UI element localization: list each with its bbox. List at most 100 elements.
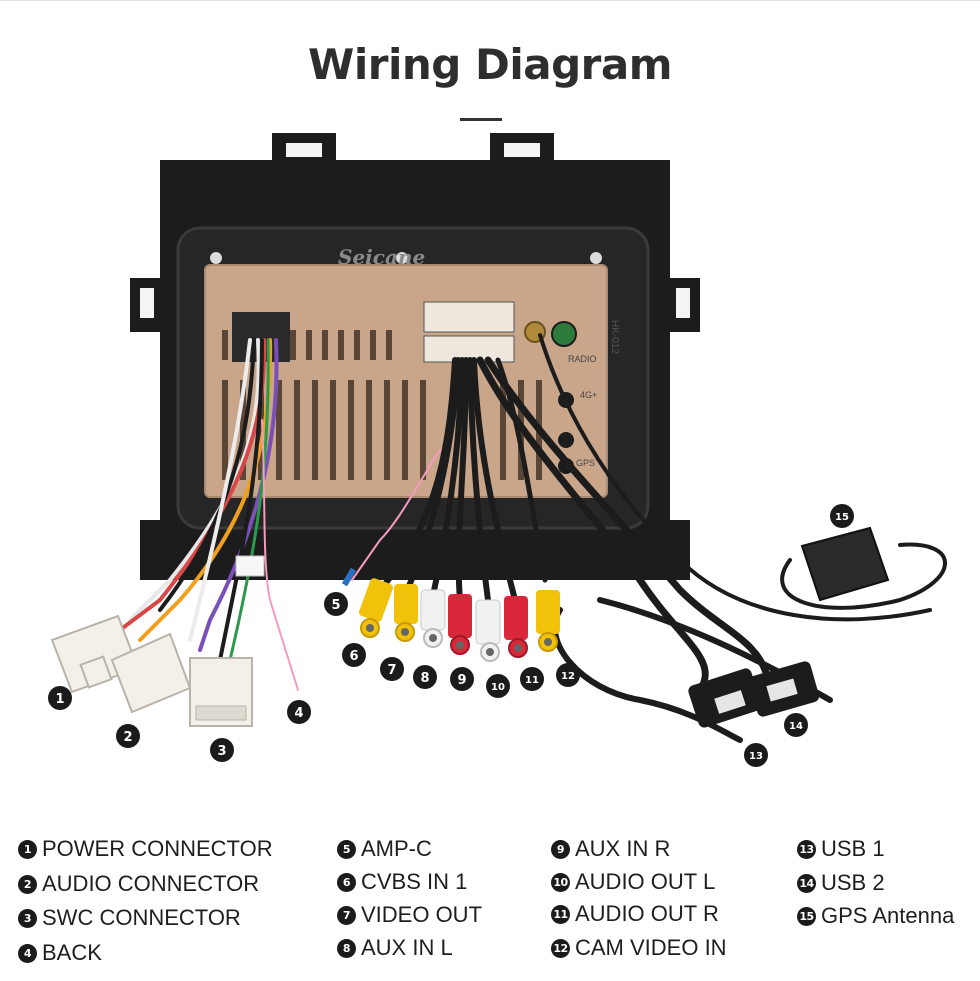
rca-audio-out-r xyxy=(504,596,528,658)
svg-text:8: 8 xyxy=(420,671,429,686)
svg-text:1: 1 xyxy=(55,692,64,707)
legend-badge: 11 xyxy=(551,904,570,924)
rca-plugs xyxy=(359,578,560,662)
usb-plug-1 xyxy=(688,668,762,728)
legend-label: AUDIO CONNECTOR xyxy=(42,871,260,896)
svg-text:12: 12 xyxy=(561,671,575,682)
top-divider xyxy=(0,0,980,1)
callout-14: 14 xyxy=(784,713,808,737)
legend-badge: 5 xyxy=(337,839,356,859)
legend-badge: 10 xyxy=(551,872,570,892)
legend-badge: 8 xyxy=(337,938,356,958)
svg-text:9: 9 xyxy=(457,673,466,688)
svg-text:14: 14 xyxy=(789,721,803,732)
legend-label: AUX IN L xyxy=(361,935,453,960)
frame-tab-slot xyxy=(286,143,322,157)
radio-antenna-socket xyxy=(551,321,577,347)
fourg-label: 4G+ xyxy=(580,390,597,400)
legend-label: SWC CONNECTOR xyxy=(42,905,241,930)
legend-label: AUDIO OUT L xyxy=(575,869,716,894)
legend-label: POWER CONNECTOR xyxy=(42,836,273,861)
legend-label: AUDIO OUT R xyxy=(575,901,719,926)
legend-label: AMP-C xyxy=(361,836,432,861)
brand-logo: Seicane xyxy=(338,245,425,269)
legend-badge: 2 xyxy=(18,874,37,894)
legend-badge: 15 xyxy=(797,906,816,926)
rca-cam-video-in xyxy=(536,590,560,652)
gps-antenna xyxy=(800,526,890,602)
legend-badge: 4 xyxy=(18,943,37,963)
svg-text:13: 13 xyxy=(749,751,763,762)
legend-label: USB 2 xyxy=(821,870,885,895)
legend-label: USB 1 xyxy=(821,836,885,861)
aux-socket-top xyxy=(423,301,515,333)
callout-12: 12 xyxy=(556,663,580,687)
legend-badge: 9 xyxy=(551,839,570,859)
legend-label: VIDEO OUT xyxy=(361,902,483,927)
legend-badge: 14 xyxy=(797,873,816,893)
wire-tag xyxy=(235,555,265,577)
legend-label: CVBS IN 1 xyxy=(361,869,468,894)
legend-label: GPS Antenna xyxy=(821,903,955,928)
legend-badge: 12 xyxy=(551,938,570,958)
svg-text:6: 6 xyxy=(349,649,358,664)
usb-plug-2 xyxy=(748,661,820,717)
svg-text:15: 15 xyxy=(835,512,849,523)
socket-aux xyxy=(558,432,574,448)
svg-text:7: 7 xyxy=(387,663,396,678)
svg-text:10: 10 xyxy=(491,682,505,693)
callout-8: 8 xyxy=(413,665,437,689)
rca-cvbs-in-1 xyxy=(359,578,393,638)
rca-audio-out-l xyxy=(475,599,501,662)
svg-text:11: 11 xyxy=(525,675,539,686)
legend-label: CAM VIDEO IN xyxy=(575,935,727,960)
gps-label: GPS xyxy=(576,458,595,468)
screw xyxy=(590,252,602,264)
callout-5: 5 xyxy=(324,592,348,616)
legend-label: BACK xyxy=(42,940,102,965)
callout-15: 15 xyxy=(830,504,854,528)
callout-7: 7 xyxy=(380,657,404,681)
legend-badge: 7 xyxy=(337,905,356,925)
callout-1: 1 xyxy=(48,686,72,710)
svg-text:4: 4 xyxy=(294,706,303,721)
rca-aux-in-l xyxy=(420,589,446,648)
callout-4: 4 xyxy=(287,700,311,724)
screw xyxy=(396,252,408,264)
svg-text:3: 3 xyxy=(217,744,226,759)
callout-6: 6 xyxy=(342,643,366,667)
svg-text:2: 2 xyxy=(123,730,132,745)
callout-3: 3 xyxy=(210,738,234,762)
radio-label: RADIO xyxy=(568,354,597,364)
callouts: 1 2 3 4 5 6 7 8 9 10 11 12 13 14 15 xyxy=(48,504,854,767)
legend-badge: 3 xyxy=(18,908,37,928)
svg-text:5: 5 xyxy=(331,598,340,613)
legend-badge: 13 xyxy=(797,839,816,859)
legend-badge: 1 xyxy=(18,839,37,859)
callout-10: 10 xyxy=(486,674,510,698)
frame-tab-slot xyxy=(504,143,540,157)
rca-video-out xyxy=(394,584,418,642)
page-title: Wiring Diagram xyxy=(308,40,672,89)
rca-aux-in-r xyxy=(448,594,472,655)
wire-harness xyxy=(118,333,947,743)
legend-label: AUX IN R xyxy=(575,836,671,861)
legend-badge: 6 xyxy=(337,872,356,892)
callout-9: 9 xyxy=(450,667,474,691)
screw xyxy=(210,252,222,264)
